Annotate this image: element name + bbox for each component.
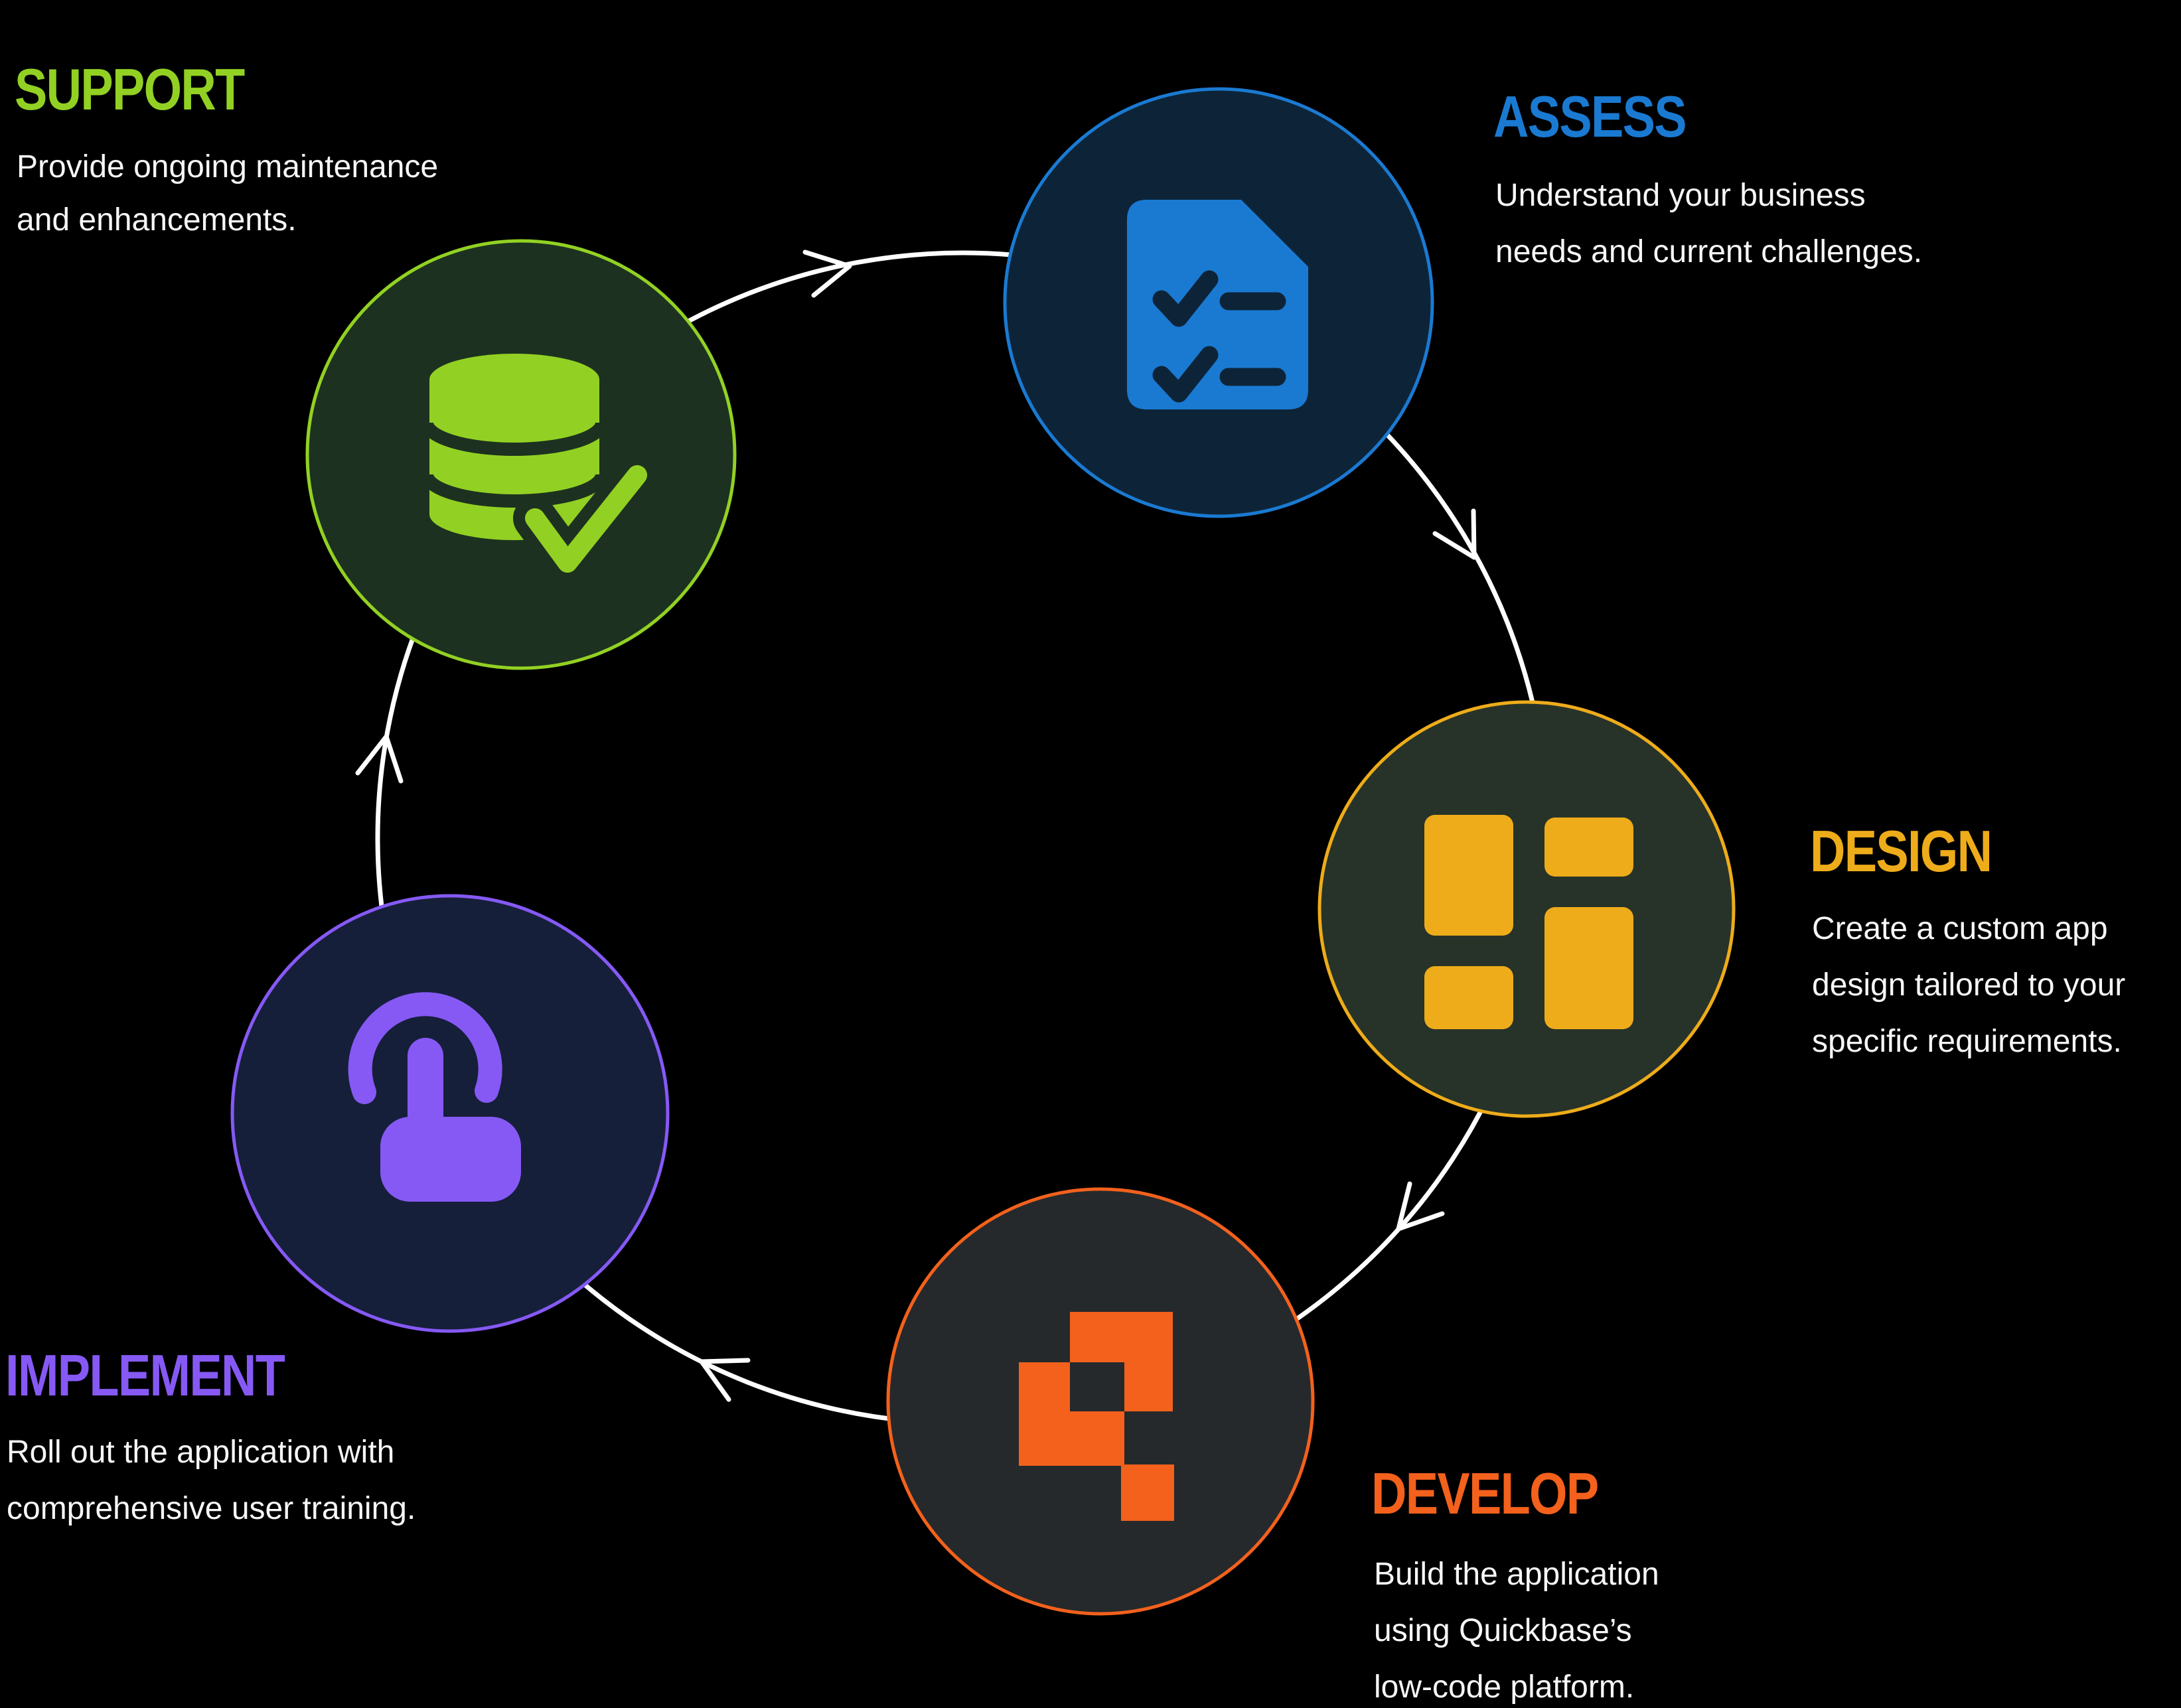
assess-description-line: needs and current challenges. <box>1495 234 1923 269</box>
cycle-arrowheads <box>355 249 1477 1402</box>
support-stage-title: SUPPORT <box>15 56 245 122</box>
implement-stage-title: IMPLEMENT <box>5 1342 285 1408</box>
arrow-assess-to-design-icon <box>1432 508 1477 560</box>
develop-description-line: Build the application <box>1374 1557 1659 1592</box>
support-description-line: and enhancements. <box>17 202 297 238</box>
touch-tap-icon <box>348 992 521 1202</box>
implement-stage-circle <box>230 894 670 1333</box>
assess-stage-description: Understand your business needs and curre… <box>1495 167 1922 280</box>
support-description-line: Provide ongoing maintenance <box>17 149 439 184</box>
develop-description-line: using Quickbase’s <box>1374 1613 1632 1648</box>
design-description-line: Create a custom app <box>1812 911 2108 946</box>
arrow-develop-to-implement-icon <box>699 1358 751 1402</box>
checklist-document-icon <box>1127 200 1308 409</box>
design-stage-circle <box>1317 700 1736 1118</box>
design-description-line: design tailored to your <box>1812 967 2126 1003</box>
implement-description-line: comprehensive user training. <box>7 1491 416 1526</box>
support-stage-description: Provide ongoing maintenance and enhancem… <box>17 141 438 247</box>
design-stage-title: DESIGN <box>1810 818 1993 884</box>
develop-stage-description: Build the application using Quickbase’s … <box>1374 1546 1659 1708</box>
implement-stage-description: Roll out the application with comprehens… <box>7 1424 415 1537</box>
arrow-implement-to-support-icon <box>355 734 404 784</box>
assess-description-line: Understand your business <box>1495 178 1866 213</box>
implement-description-line: Roll out the application with <box>7 1435 395 1470</box>
develop-description-line: low-code platform. <box>1374 1670 1635 1705</box>
develop-stage-title: DEVELOP <box>1371 1460 1599 1526</box>
grid-layout-icon <box>1424 815 1633 1029</box>
arrow-support-to-assess-icon <box>802 249 852 298</box>
arrow-design-to-develop-icon <box>1396 1181 1445 1232</box>
quickbase-blocks-icon <box>1019 1312 1174 1521</box>
database-check-icon <box>420 354 659 585</box>
design-stage-description: Create a custom app design tailored to y… <box>1812 900 2125 1070</box>
design-description-line: specific requirements. <box>1812 1024 2122 1059</box>
assess-stage-title: ASSESS <box>1493 84 1687 149</box>
